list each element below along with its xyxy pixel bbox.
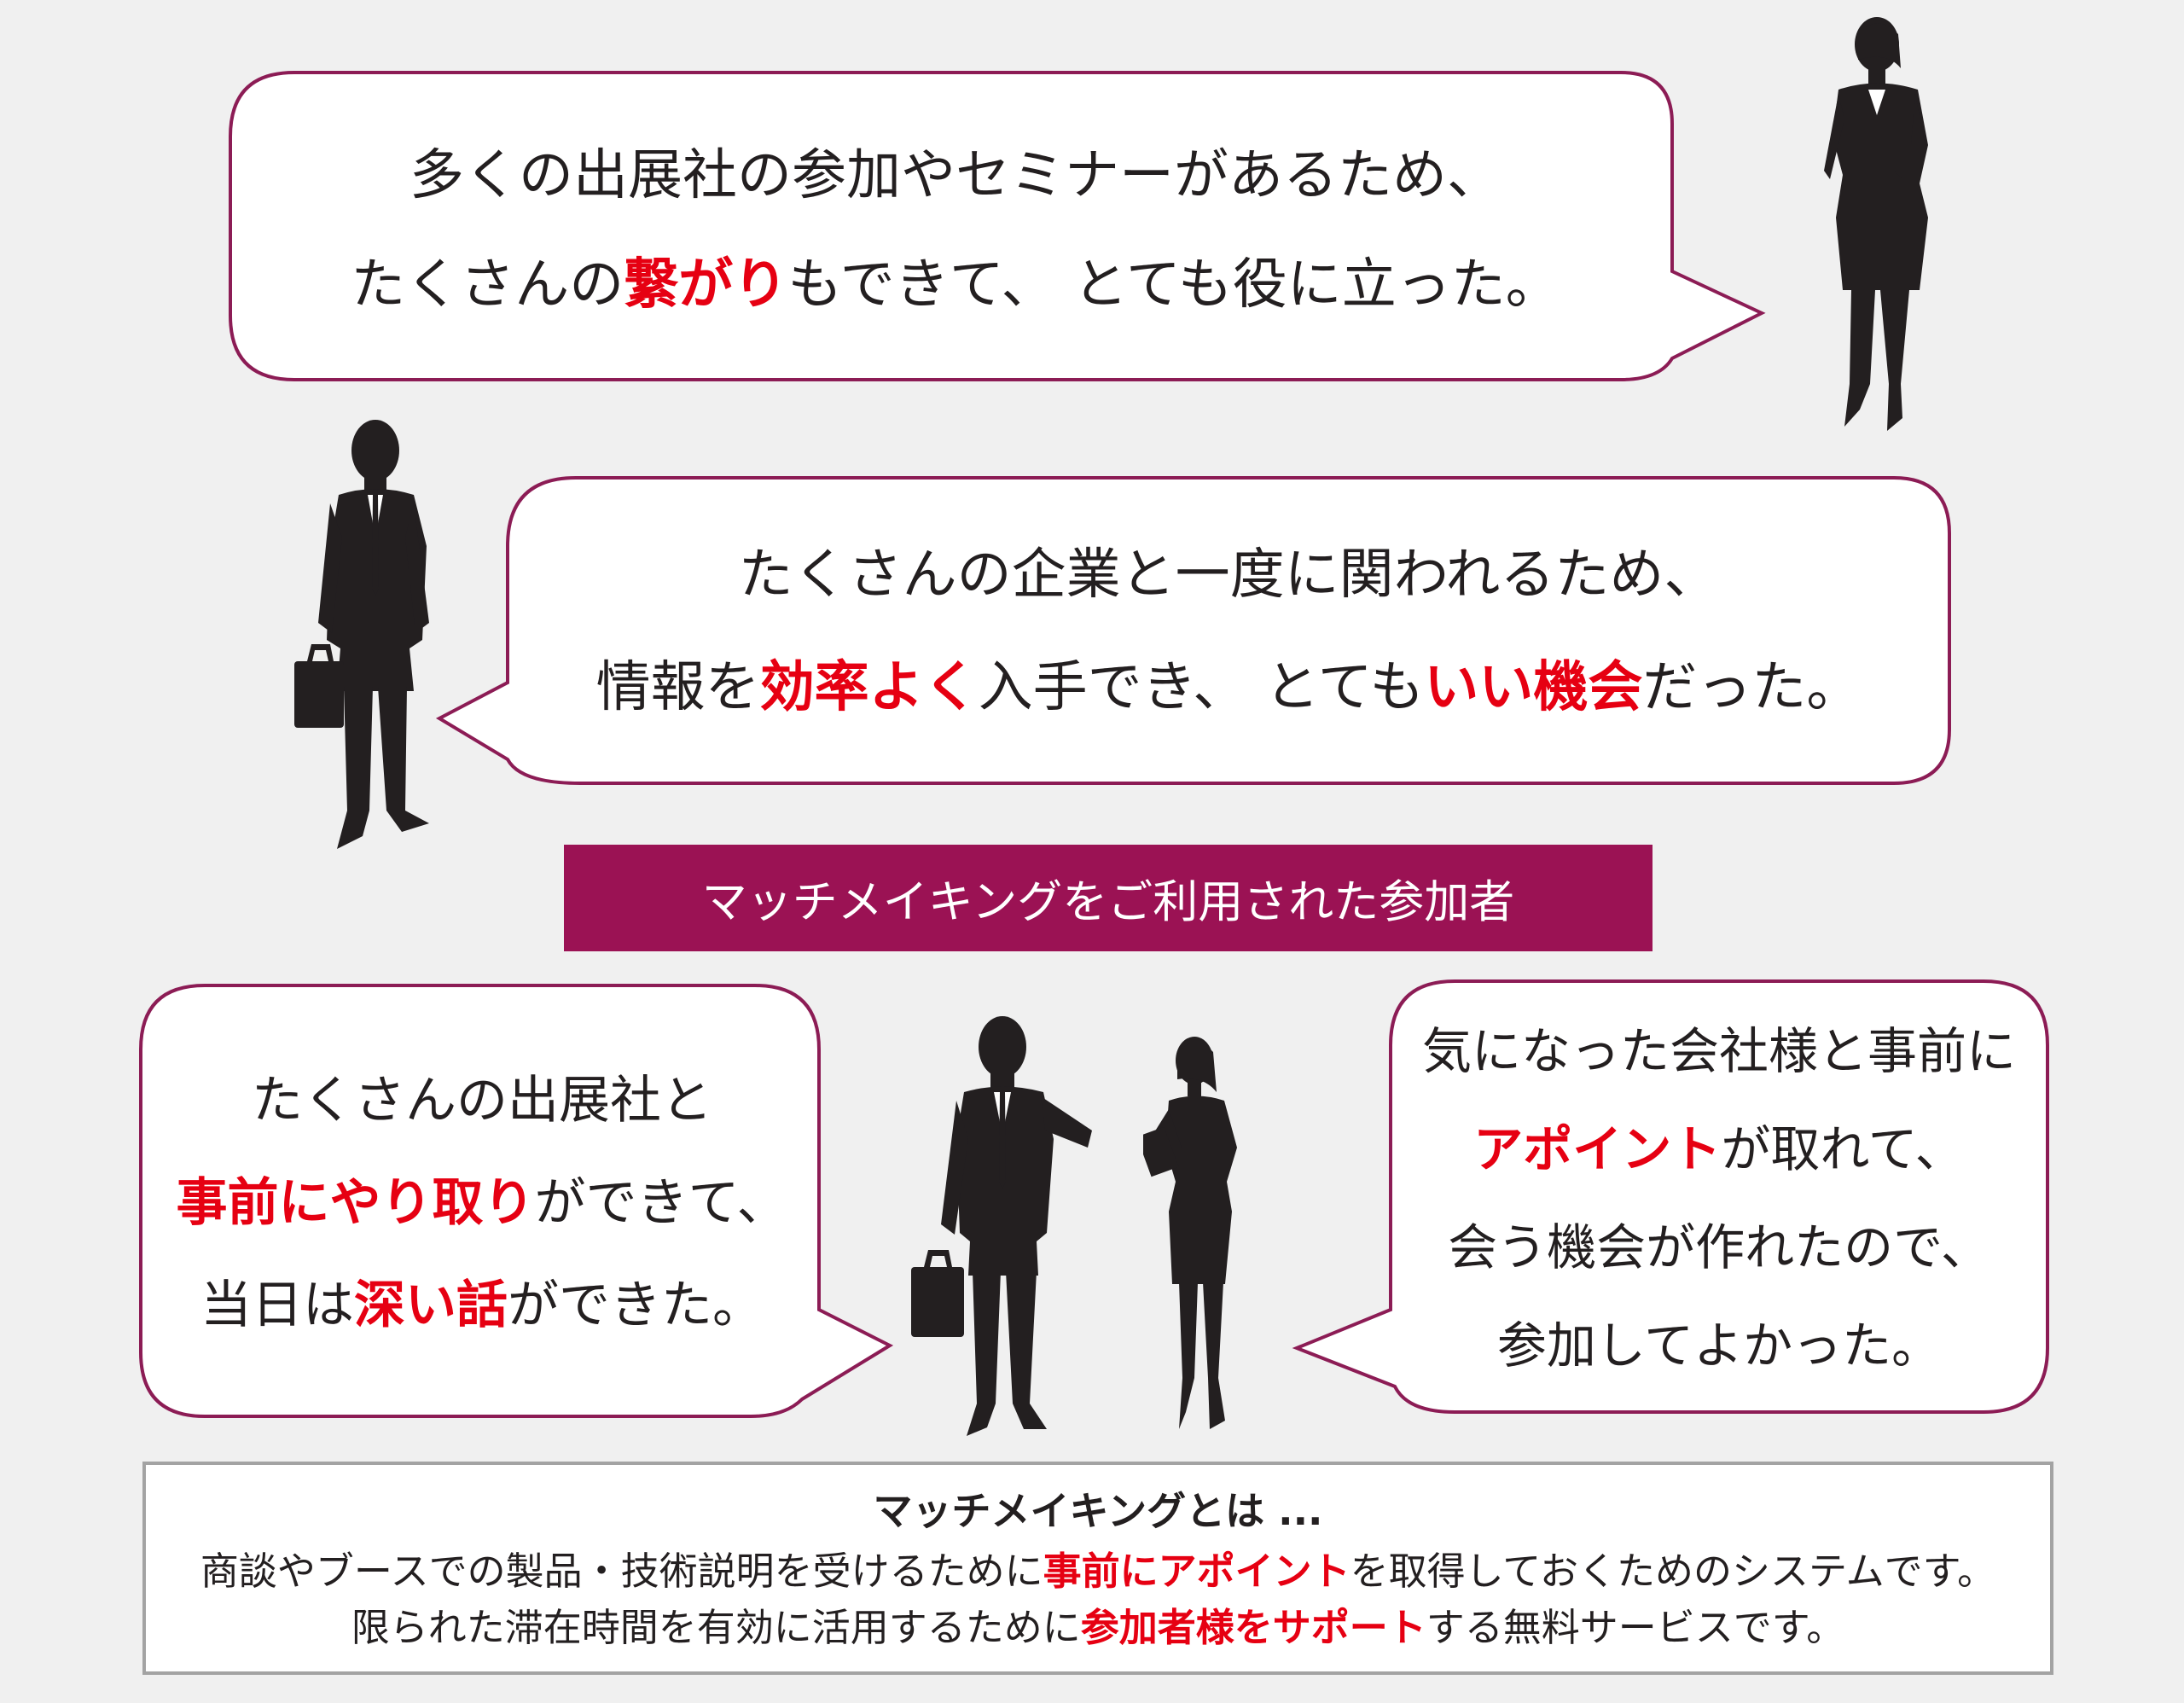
participants-banner: マッチメイキングをご利用された参加者 (564, 845, 1653, 951)
bubble-4-line-1: 気になった会社様と事前に (1421, 1022, 2016, 1080)
highlight-deep-talk: 深い話 (354, 1276, 508, 1335)
highlight-appointment: アポイント (1473, 1120, 1722, 1178)
speech-bubble-3 (139, 984, 894, 1418)
businessman-checking-watch-icon (911, 1016, 1092, 1436)
businesswoman-with-folder-icon (1143, 1037, 1237, 1429)
banner-text: マッチメイキングをご利用された参加者 (701, 875, 1515, 928)
bubble-3-line-3-start: 当日は (200, 1276, 354, 1335)
bubble-3-line-3-end: ができた。 (508, 1276, 764, 1335)
bubble-2-line-2-start: 情報を (595, 656, 760, 719)
bubble-4-line-2: アポイントが取れて、 (1473, 1101, 1964, 1199)
info-line-2-start: 限られた滞在時間を有効に活用するために (351, 1605, 1081, 1650)
highlight-good-opportunity: いい機会 (1424, 656, 1643, 719)
info-line-1-end: を取得しておくためのシステムです。 (1350, 1549, 1996, 1594)
bubble-2-line-2-mid: 入手でき、 とても (978, 656, 1425, 719)
bubble-4-line-3: 会う機会が作れたので、 (1448, 1218, 1990, 1276)
bubble-1-line-2-start: たくさんの (351, 253, 624, 317)
highlight-support-participants: 参加者様をサポート (1080, 1605, 1426, 1650)
man-briefcase-silhouette-icon (294, 420, 429, 849)
highlight-connections: 繋がり (624, 253, 788, 317)
bubble-1-text: 多くの出展社の参加やセミナーがあるため、 たくさんの繋がりもできて、 とても役に… (247, 94, 1664, 367)
info-line-2-end: する無料サービスです。 (1426, 1605, 1845, 1650)
bubble-3-line-3: 当日は深い話ができた。 (200, 1254, 764, 1357)
speech-bubble-2 (435, 476, 1951, 785)
highlight-prior-appointment: 事前にアポイント (1043, 1549, 1350, 1594)
speech-bubble-1 (229, 71, 1766, 381)
bubble-2-line-2: 情報を効率よく入手でき、 とてもいい機会だった。 (596, 631, 1862, 744)
bubble-3-line-2: 事前にやり取りができて、 (177, 1152, 788, 1254)
bubble-3-line-1: たくさんの出展社と (252, 1071, 712, 1130)
bubble-1-line-2: たくさんの繋がりもできて、 とても役に立った。 (351, 230, 1560, 340)
bubble-4-text: 気になった会社様と事前に アポイントが取れて、 会う機会が作れたので、 参加して… (1399, 998, 2039, 1399)
info-line-1: 商談やブースでの製品・技術説明を受けるために事前にアポイントを取得しておくための… (200, 1543, 1995, 1600)
matchmaking-info-box: マッチメイキングとは ... 商談やブースでの製品・技術説明を受けるために事前に… (142, 1462, 2053, 1675)
info-title: マッチメイキングとは ... (873, 1488, 1323, 1534)
highlight-efficiently: 効率よく (759, 656, 979, 719)
bubble-2-text: たくさんの企業と一度に関われるため、 情報を効率よく入手でき、 とてもいい機会だ… (512, 495, 1945, 768)
info-line-1-start: 商談やブースでの製品・技術説明を受けるために (200, 1549, 1043, 1594)
bubble-4-line-4: 参加してよかった。 (1496, 1316, 1942, 1375)
bubble-1-line-2-end: もできて、 とても役に立った。 (787, 253, 1560, 317)
bubble-4-line-2-end: が取れて、 (1721, 1120, 1965, 1178)
info-line-2: 限られた滞在時間を有効に活用するために参加者様をサポートする無料サービスです。 (351, 1600, 1845, 1656)
bubble-2-line-1: たくさんの企業と一度に関われるため、 (738, 543, 1719, 607)
bubble-1-line-1: 多くの出展社の参加やセミナーがあるため、 (410, 144, 1502, 207)
speech-bubble-4 (1292, 979, 2049, 1414)
highlight-prior-exchange: 事前にやり取り (176, 1173, 535, 1233)
bubble-3-line-2-end: ができて、 (534, 1173, 788, 1233)
bubble-3-text: たくさんの出展社と 事前にやり取りができて、 当日は深い話ができた。 (154, 1007, 810, 1399)
bubble-2-line-2-end: だった。 (1642, 656, 1862, 719)
woman-silhouette-icon (1824, 17, 1928, 431)
